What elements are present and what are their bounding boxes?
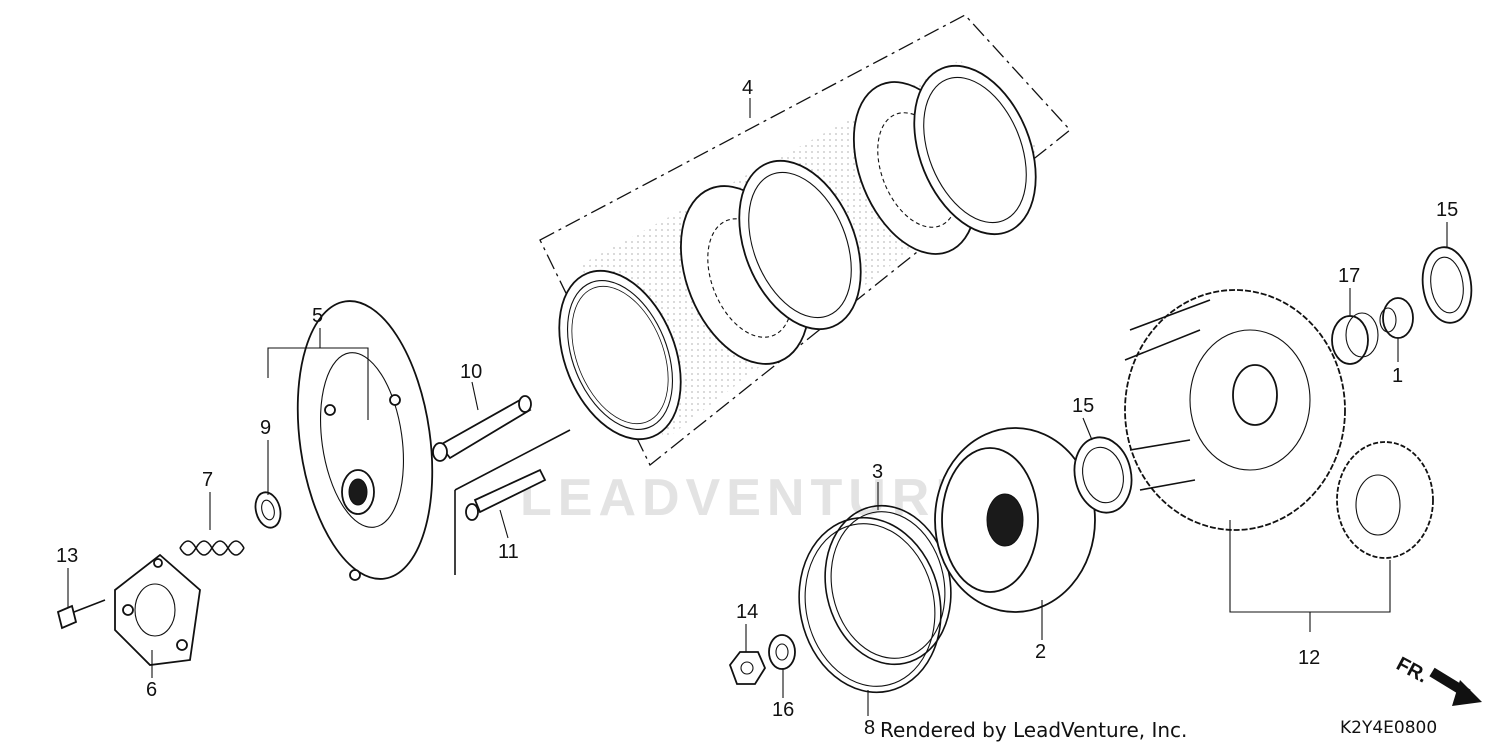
callout-4: 4 <box>742 77 753 99</box>
friction-disc <box>558 269 682 441</box>
lifter-rod <box>432 395 532 462</box>
callout-13: 13 <box>56 545 78 567</box>
callout-2: 2 <box>1035 641 1046 663</box>
callout-14: 14 <box>736 601 758 623</box>
clutch-spring <box>179 540 245 556</box>
callout-6: 6 <box>146 679 157 701</box>
callout-16: 16 <box>772 699 794 721</box>
driven-gear <box>1336 441 1434 559</box>
washer <box>254 491 282 529</box>
front-direction-indicator: FR. <box>1393 653 1482 706</box>
clutch-outer <box>1124 289 1346 531</box>
callout-8: 8 <box>864 717 875 739</box>
callout-5: 5 <box>312 305 323 327</box>
watermark-text: LEADVENTURE <box>520 469 977 527</box>
render-credit: Rendered by LeadVenture, Inc. <box>880 718 1188 742</box>
callout-10: 10 <box>460 361 482 383</box>
diagram-part-code: K2Y4E0800 <box>1340 718 1438 738</box>
clutch-center <box>934 427 1096 613</box>
collar <box>1379 297 1414 339</box>
o-ring <box>798 516 942 694</box>
lock-nut <box>728 651 767 685</box>
bolt <box>56 599 106 630</box>
callout-9: 9 <box>260 417 271 439</box>
callout-3: 3 <box>872 461 883 483</box>
callout-12: 12 <box>1298 647 1320 669</box>
friction-disc <box>738 159 862 331</box>
lifter-piece <box>454 429 571 575</box>
leader-lines <box>67 98 1448 716</box>
needle-bearing <box>1331 312 1379 365</box>
callout-15-lower: 15 <box>1072 395 1094 417</box>
callout-7: 7 <box>202 469 213 491</box>
friction-disc <box>913 64 1037 236</box>
pressure-plate <box>296 300 434 581</box>
front-label: FR. <box>1393 653 1432 688</box>
callout-1: 1 <box>1392 365 1403 387</box>
thrust-washer <box>1073 436 1133 514</box>
thrust-washer <box>1421 246 1473 324</box>
callout-15-upper: 15 <box>1436 199 1458 221</box>
lifter-plate <box>114 553 201 666</box>
callout-17: 17 <box>1338 265 1360 287</box>
nut-washer <box>768 634 796 670</box>
callout-11: 11 <box>498 541 519 563</box>
